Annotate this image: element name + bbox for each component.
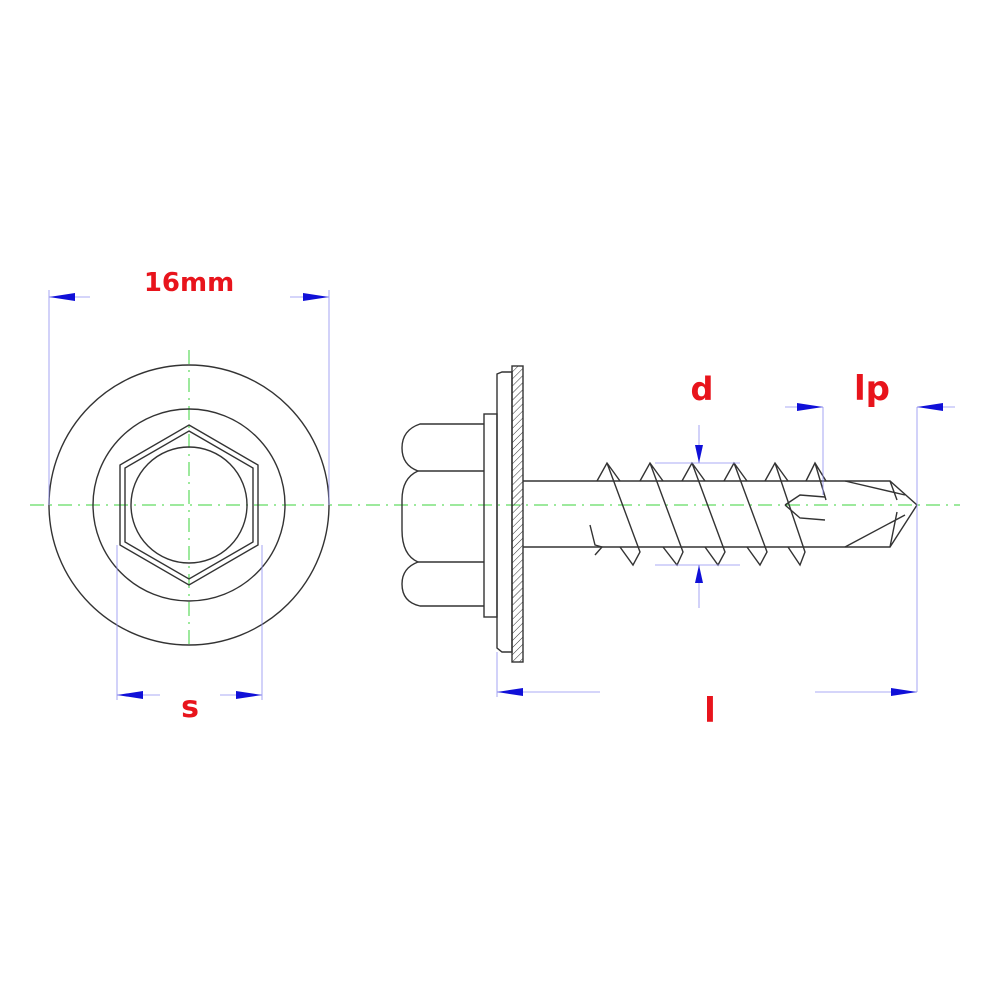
thread: [589, 461, 827, 567]
dimension-across-flats: s: [116, 545, 263, 725]
label-length: l: [704, 691, 716, 731]
flange-circle: [92, 408, 286, 602]
label-outer-diameter: 16mm: [144, 268, 234, 298]
dimension-outer-diameter: 16mm: [48, 268, 330, 505]
flange: [483, 413, 498, 618]
dimension-point-length: lp: [785, 369, 955, 692]
rubber-washer: [496, 371, 513, 653]
dimension-thread-diameter: d: [655, 370, 740, 608]
label-thread-diameter: d: [691, 370, 714, 408]
dimension-length: l: [496, 652, 917, 731]
hex-head-chamfer: [124, 430, 254, 580]
label-across-flats: s: [181, 690, 199, 725]
drill-point: [844, 480, 906, 548]
label-point-length: lp: [854, 369, 890, 409]
hex-inner-circle: [130, 446, 248, 564]
side-view: [401, 365, 918, 663]
hex-head-side: [401, 423, 484, 607]
hex-head: [119, 424, 259, 586]
metal-washer: [511, 365, 524, 663]
